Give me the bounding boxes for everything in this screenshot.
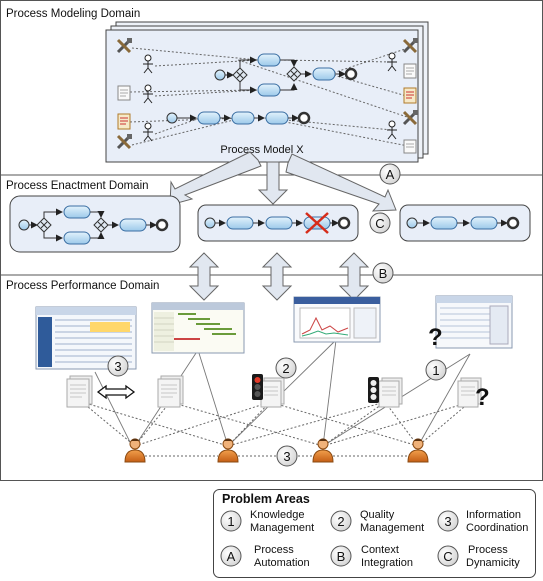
marker-c-label: C [375, 216, 384, 231]
cancel-icon [305, 212, 329, 234]
person-icon [124, 438, 146, 463]
actor-icon [143, 84, 153, 104]
arrow-model-to-center-instance [257, 161, 289, 205]
arrow-enactment-performance-left [188, 252, 220, 301]
legend-label-line1: Quality [360, 509, 395, 521]
traffic-light-icon [252, 374, 263, 400]
question-mark-icon: ? [428, 324, 443, 351]
clipboard-icon [117, 113, 131, 130]
person-icon [312, 438, 334, 463]
legend-label-line2: Management [250, 522, 314, 534]
actor-icon [143, 122, 153, 142]
document-icon [403, 63, 417, 79]
legend-marker: 2 [337, 514, 344, 529]
legend-marker: C [443, 549, 452, 564]
process-model-label: Process Model X [220, 144, 304, 156]
legend-marker: A [227, 549, 236, 564]
app-screenshot-4 [435, 295, 513, 349]
marker-3-people-label: 3 [283, 449, 290, 464]
clipboard-icon [403, 87, 417, 104]
marker-a: A [379, 163, 401, 185]
marker-b: B [372, 262, 394, 284]
document-icon [117, 85, 131, 101]
legend-label-line2: Integration [361, 557, 413, 569]
marker-2-label: 2 [282, 361, 289, 376]
legend-marker: 3 [444, 514, 451, 529]
legend-label-line2: Dynamicity [466, 557, 520, 569]
marker-3-exchange: 3 [107, 355, 129, 377]
actor-icon [387, 120, 397, 140]
process-instance-center [197, 204, 359, 242]
legend-label-line1: Process [468, 544, 508, 556]
marker-3-label: 3 [114, 359, 121, 374]
legend-marker: B [337, 549, 346, 564]
person-icon [407, 438, 429, 463]
marker-1-label: 1 [432, 363, 439, 378]
document-icon [457, 377, 482, 408]
traffic-light-icon [368, 377, 379, 403]
document-icon [403, 139, 417, 154]
legend-label-line2: Management [360, 522, 424, 534]
arrow-enactment-performance-center [261, 252, 293, 301]
modeling-domain-title: Process Modeling Domain [6, 8, 140, 20]
legend-label-line1: Information [466, 509, 521, 521]
process-instance-left [9, 195, 181, 253]
tools-icon [116, 38, 132, 54]
legend-label-line1: Context [361, 544, 399, 556]
problem-areas-title: Problem Areas [222, 492, 310, 506]
document-icon [157, 375, 184, 408]
tools-icon [116, 134, 132, 150]
person-icon [217, 438, 239, 463]
marker-b-label: B [379, 266, 388, 281]
marker-c: C [369, 212, 391, 234]
tools-icon [402, 38, 418, 54]
marker-2-quality: 2 [275, 357, 297, 379]
marker-3-people: 3 [276, 445, 298, 467]
marker-1-knowledge: 1 [425, 359, 447, 381]
exchange-arrow-icon [96, 384, 136, 400]
enactment-domain-title: Process Enactment Domain [6, 180, 149, 192]
legend-item-quality: 2 Quality Management [330, 509, 424, 534]
legend-label-line1: Process [254, 544, 294, 556]
app-screenshot-3 [293, 296, 381, 343]
legend-marker: 1 [227, 514, 234, 529]
legend-item-knowledge: 1 Knowledge Management [220, 509, 314, 534]
legend-item-automation: A Process Automation [220, 544, 310, 569]
process-model-content [129, 47, 411, 147]
legend-item-information: 3 Information Coordination [437, 509, 528, 534]
marker-a-label: A [386, 167, 395, 182]
actor-icon [387, 52, 397, 72]
legend-item-context: B Context Integration [330, 544, 413, 569]
document-icon [66, 375, 93, 408]
performance-domain-title: Process Performance Domain [6, 280, 159, 292]
legend-label-line1: Knowledge [250, 509, 304, 521]
actor-icon [143, 54, 153, 74]
arrow-model-to-right-instance [285, 153, 397, 212]
process-instance-right [399, 204, 531, 242]
problem-areas-legend: Problem Areas 1 Knowledge Management 2 Q… [213, 489, 536, 578]
tools-icon [402, 110, 418, 126]
legend-item-dynamicity: C Process Dynamicity [437, 544, 520, 569]
app-screenshot-1 [35, 306, 137, 370]
document-icon [378, 377, 403, 408]
question-mark-icon: ? [475, 384, 490, 411]
collaboration-network-dotted [81, 401, 471, 457]
legend-label-line2: Automation [254, 557, 310, 569]
app-screenshot-2 [151, 302, 245, 354]
document-icon [260, 377, 285, 408]
legend-label-line2: Coordination [466, 522, 528, 534]
